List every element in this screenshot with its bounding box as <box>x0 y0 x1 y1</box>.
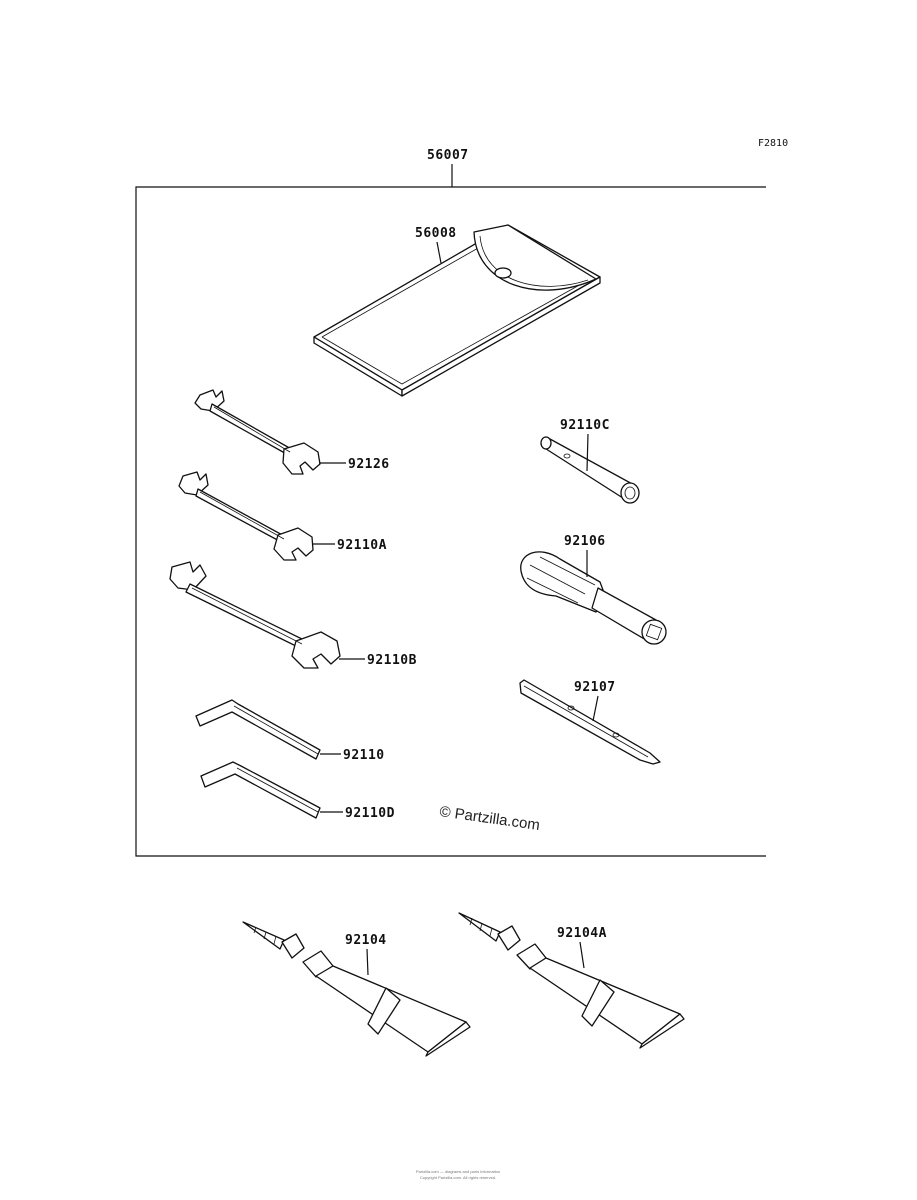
label-56007[interactable]: 56007 <box>427 148 469 163</box>
wrench-92126[interactable] <box>194 389 321 475</box>
box-wrench-92110c[interactable] <box>540 436 640 504</box>
leader-92104 <box>366 948 369 976</box>
screwdriver-92107[interactable] <box>519 679 661 765</box>
leader-92110c <box>586 433 589 472</box>
label-56008[interactable]: 56008 <box>415 226 457 241</box>
leader-56008 <box>436 241 442 264</box>
label-92110[interactable]: 92110 <box>343 748 385 763</box>
wrench-92110b[interactable] <box>169 561 341 669</box>
footer-line-1: Partzilla.com — diagrams and parts infor… <box>416 1169 500 1174</box>
label-92104[interactable]: 92104 <box>345 933 387 948</box>
label-92110c[interactable]: 92110C <box>560 418 610 433</box>
grease-tube-92104a[interactable] <box>458 912 685 1049</box>
tool-bag[interactable] <box>313 224 601 397</box>
wrench-92110a[interactable] <box>178 471 314 561</box>
hex-key-92110[interactable] <box>195 699 321 760</box>
hex-key-92110d[interactable] <box>200 761 321 819</box>
label-92107[interactable]: 92107 <box>574 680 616 695</box>
label-92110b[interactable]: 92110B <box>367 653 417 668</box>
label-92104a[interactable]: 92104A <box>557 926 607 941</box>
watermark: © Partzilla.com <box>438 803 540 834</box>
leader-92107 <box>592 695 599 722</box>
footer-line-2: Copyright Partzilla.com. All rights rese… <box>420 1175 496 1180</box>
label-92110a[interactable]: 92110A <box>337 538 387 553</box>
label-92126[interactable]: 92126 <box>348 457 390 472</box>
grease-tube-92104[interactable] <box>242 921 471 1057</box>
handle-92106[interactable] <box>520 551 667 645</box>
leader-92104a <box>579 941 585 969</box>
assembly-frame <box>135 186 766 857</box>
label-92106[interactable]: 92106 <box>564 534 606 549</box>
figure-code: F2810 <box>758 138 788 149</box>
label-92110d[interactable]: 92110D <box>345 806 395 821</box>
